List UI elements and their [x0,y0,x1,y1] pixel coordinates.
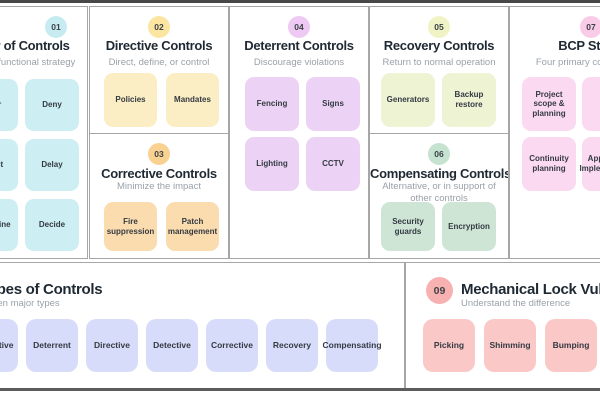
card-subtitle: Return to normal operation [382,57,496,68]
card-title: Types of Controls [0,281,103,298]
card-number-badge: 06 [428,143,450,165]
tile[interactable]: Fencing [245,77,299,131]
card-subtitle: Discourage violations [253,57,345,68]
card-title: Recovery Controls [383,38,495,53]
card-title: Directive Controls [105,38,213,53]
card-subtitle: Four primary components [535,57,600,68]
card-directive-controls: 02 Directive Controls Direct, define, or… [89,6,229,134]
card-title: Compensating Controls [370,166,509,181]
card-recovery-controls: 05 Recovery Controls Return to normal op… [369,6,509,134]
tile[interactable]: Continuity planning [522,137,576,191]
top-divider [0,0,600,3]
card-subtitle: Seven major types [0,298,60,309]
tile[interactable]: Corrective [206,319,258,372]
tile[interactable]: Policies [104,73,157,127]
card-subtitle: Order of functional strategy [0,57,76,68]
card-subtitle: Alternative, or in support of other cont… [382,181,496,204]
tile[interactable]: Directive [86,319,138,372]
card-compensating-controls: 06 Compensating Controls Alternative, or… [369,133,509,259]
card-title: BCP Steps [558,38,600,53]
tile[interactable]: CCTV [306,137,360,191]
card-corrective-controls: 03 Corrective Controls Minimize the impa… [89,133,229,259]
card-number-badge: 03 [148,143,170,165]
tile[interactable]: Compensating [322,319,382,372]
card-number-badge: 05 [428,16,450,38]
card-types-of-controls: 08 Types of Controls Seven major types P… [0,262,405,389]
card-title: Corrective Controls [101,166,217,181]
card-number-badge: 01 [45,16,67,38]
tile[interactable]: Delay [25,139,79,191]
card-bcp-steps: 07 BCP Steps Four primary components Pro… [509,6,600,259]
tile[interactable]: Deterrent [26,319,78,372]
tile[interactable]: Signs [306,77,360,131]
card-title: Deterrent Controls [244,38,354,53]
card-title: Mechanical Lock Vulns [461,281,600,298]
tile[interactable]: Patch management [166,202,219,251]
tile[interactable]: Approval & Implementation [579,137,600,191]
card-deterrent-controls: 04 Deterrent Controls Discourage violati… [229,6,369,259]
tile[interactable]: Fire suppression [104,202,157,251]
tile[interactable]: Project scope & planning [522,77,576,131]
card-number-badge: 02 [148,16,170,38]
tile[interactable]: Security guards [381,202,435,251]
card-number-badge: 04 [288,16,310,38]
tile[interactable]: Mandates [166,73,219,127]
tile[interactable]: Recovery [266,319,318,372]
tile[interactable]: Shimming [484,319,536,372]
card-number-badge: 07 [580,16,600,38]
card-order-of-controls: 01 Order of Controls Order of functional… [0,6,88,259]
tile[interactable]: Detect [0,139,18,191]
card-mechanical-lock-vulns: 09 Mechanical Lock Vulns Understand the … [405,262,600,389]
tile[interactable]: Preventive [0,319,18,372]
tile[interactable]: Detective [146,319,198,372]
card-number-badge: 09 [426,277,453,304]
tile[interactable]: Decide [25,199,79,251]
bottom-divider [0,388,600,391]
tile[interactable]: Picking [423,319,475,372]
tile[interactable]: Deny [25,79,79,131]
tile[interactable]: Encryption [442,202,496,251]
tile[interactable]: Lighting [245,137,299,191]
tile[interactable]: Backup restore [442,73,496,127]
card-title: Order of Controls [0,38,70,53]
card-subtitle: Understand the difference [461,298,571,309]
tile[interactable]: Determine [0,199,18,251]
tile[interactable]: Deter [0,79,18,131]
tile[interactable] [582,77,600,131]
card-subtitle: Direct, define, or control [108,57,210,68]
card-subtitle: Minimize the impact [117,181,201,192]
tile[interactable]: Bumping [545,319,597,372]
tile[interactable]: Generators [381,73,435,127]
